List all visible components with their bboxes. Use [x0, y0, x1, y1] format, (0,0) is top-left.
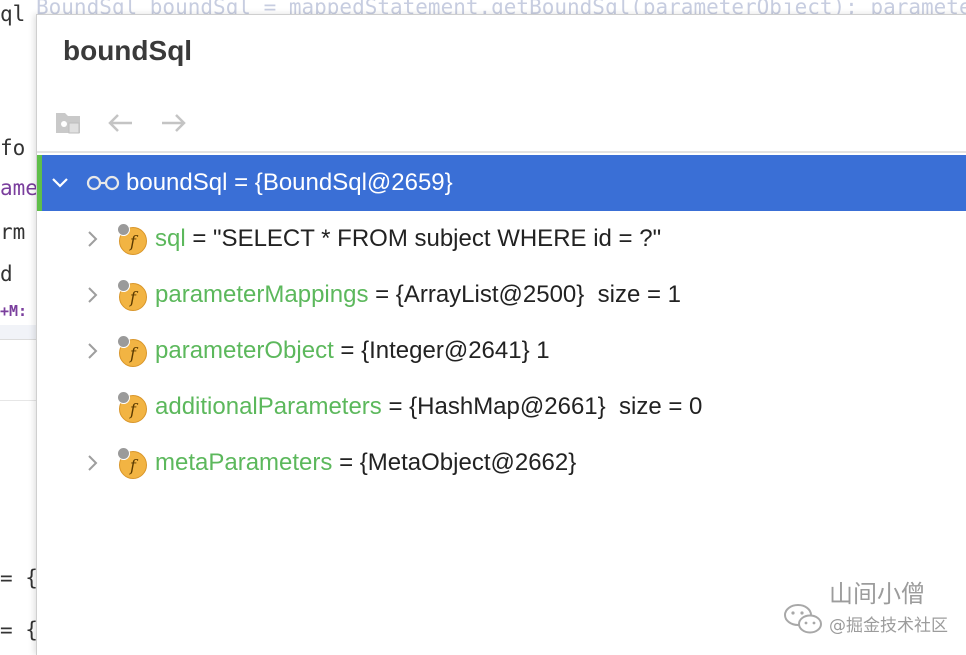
field-value: = {HashMap@2661} size = 0 — [381, 393, 703, 420]
popup-title: boundSql — [63, 35, 193, 66]
field-value: = {Integer@2641} 1 — [333, 337, 550, 364]
code-line: rm — [0, 220, 26, 244]
field-name: parameterMappings — [155, 281, 369, 308]
code-line: ql = — [0, 2, 36, 26]
field-name: parameterObject — [155, 337, 334, 364]
tree-root-row[interactable]: boundSql = {BoundSql@2659} — [37, 155, 966, 211]
code-line: d — [0, 262, 13, 286]
chevron-right-icon[interactable] — [79, 449, 107, 477]
root-name: boundSql — [126, 169, 228, 196]
chevron-right-icon[interactable] — [79, 225, 107, 253]
tree-row-parameterObject[interactable]: f parameterObject = {Integer@2641} 1 — [37, 323, 966, 379]
watermark: 山间小僧 @掘金技术社区 — [783, 574, 948, 636]
field-icon: f — [117, 391, 147, 423]
code-hint: +M: — [0, 302, 28, 320]
field-value: = {MetaObject@2662} — [332, 449, 577, 476]
editor-background: ql = fo ame rm d +M: = { = { — [0, 0, 36, 654]
arrow-right-icon[interactable] — [153, 105, 193, 141]
field-icon: f — [117, 447, 147, 479]
field-value: = "SELECT * FROM subject WHERE id = ?" — [185, 225, 662, 252]
watermark-sub: @掘金技术社区 — [829, 616, 948, 636]
folder-settings-icon[interactable] — [49, 105, 89, 141]
wechat-icon — [784, 604, 822, 634]
chevron-right-icon[interactable] — [79, 337, 107, 365]
chevron-down-icon[interactable] — [46, 169, 74, 197]
field-icon: f — [117, 279, 147, 311]
watermark-name: 山间小僧 — [829, 580, 925, 608]
popup-toolbar — [49, 105, 205, 141]
code-line: = { — [0, 618, 36, 642]
tree-row-metaParameters[interactable]: f metaParameters = {MetaObject@2662} — [37, 435, 966, 491]
tree-row-sql[interactable]: f sql = "SELECT * FROM subject WHERE id … — [37, 211, 966, 267]
field-name: metaParameters — [155, 449, 333, 476]
field-icon: f — [117, 335, 147, 367]
field-name: sql — [155, 225, 186, 252]
tree-row-additionalParameters[interactable]: f additionalParameters = {HashMap@2661} … — [37, 379, 966, 435]
toolbar-divider — [37, 151, 966, 153]
tree-row-parameterMappings[interactable]: f parameterMappings = {ArrayList@2500} s… — [37, 267, 966, 323]
code-line: ame — [0, 176, 36, 200]
field-icon: f — [117, 223, 147, 255]
root-equals: = — [227, 169, 255, 196]
variables-tree: boundSql = {BoundSql@2659} f sql = "SELE… — [37, 155, 966, 491]
arrow-left-icon[interactable] — [101, 105, 141, 141]
evaluate-popup: boundSql — [36, 14, 966, 655]
editor-top-code: BoundSql boundSql = mappedStatement.getB… — [36, 0, 966, 14]
watch-glasses-icon — [86, 175, 120, 191]
field-name: additionalParameters — [155, 393, 382, 420]
root-value: {BoundSql@2659} — [254, 169, 453, 196]
chevron-right-icon[interactable] — [79, 281, 107, 309]
field-value: = {ArrayList@2500} size = 1 — [368, 281, 681, 308]
code-line: fo — [0, 136, 26, 160]
editor-divider — [0, 400, 36, 401]
code-line: = { — [0, 566, 36, 590]
editor-separator — [0, 325, 36, 340]
